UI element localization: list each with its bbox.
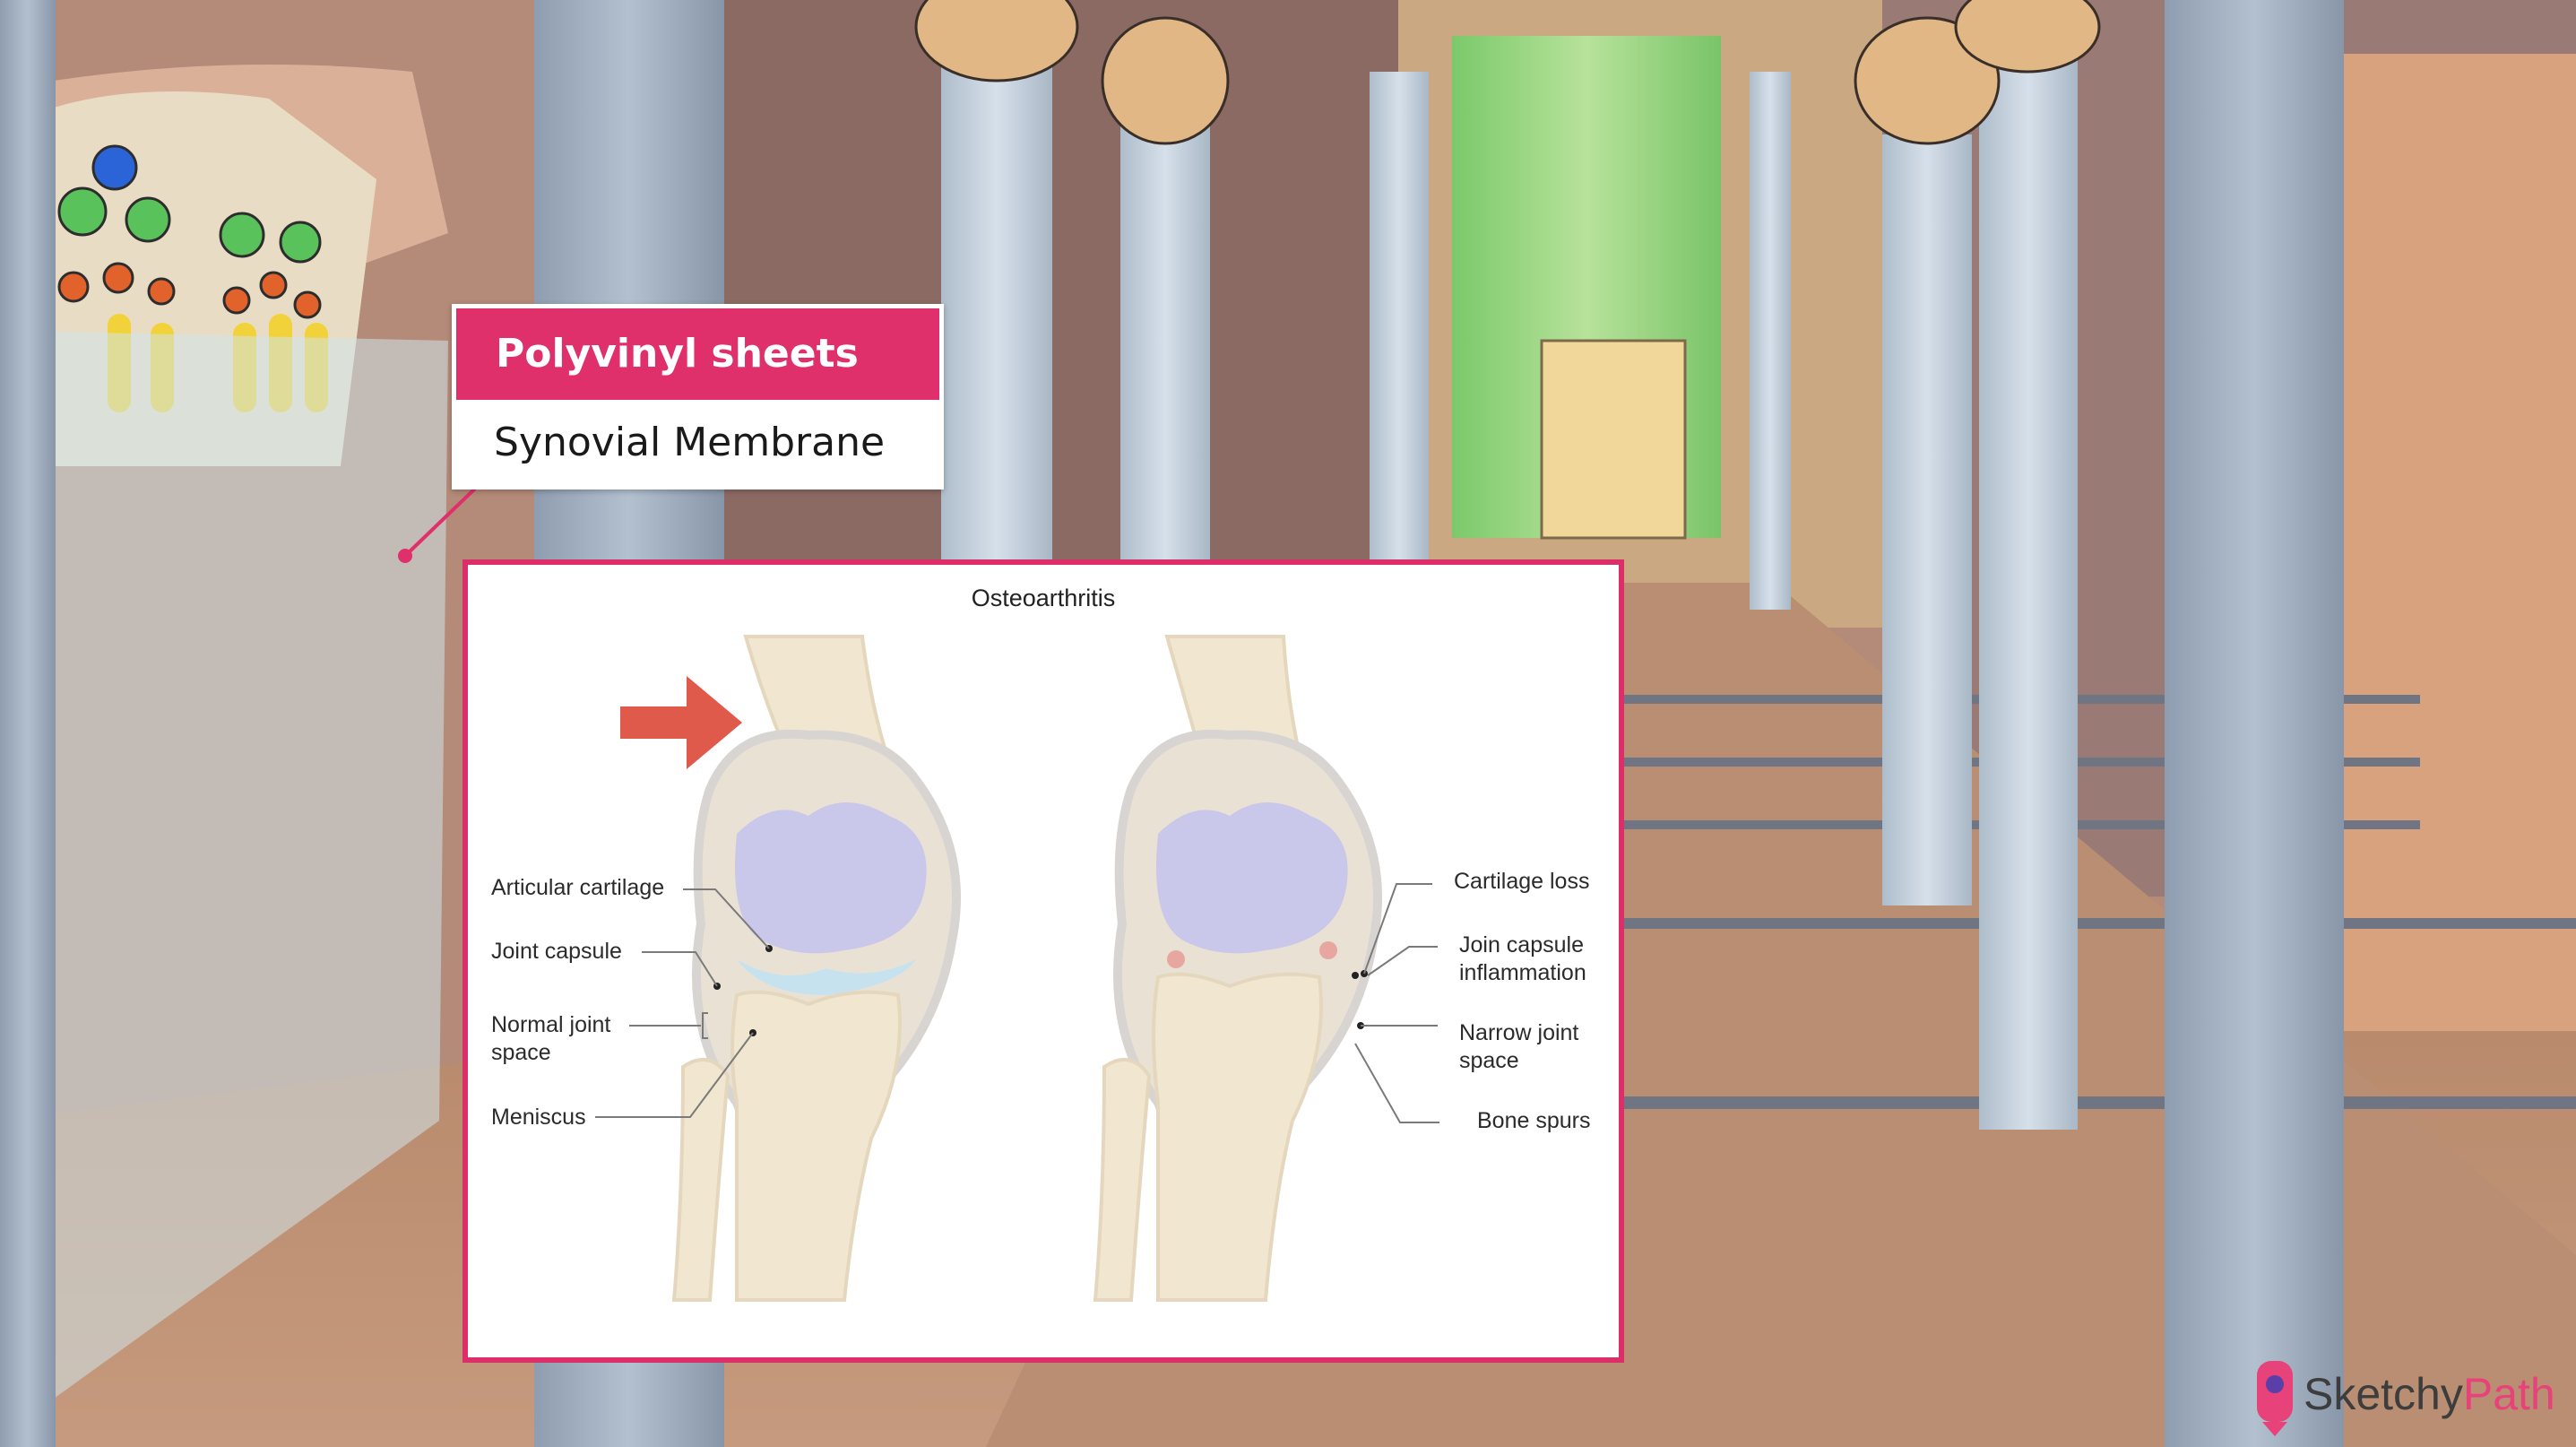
label-narrow-joint-line2: space <box>1459 1048 1519 1073</box>
label-narrow-joint-line1: Narrow joint <box>1459 1020 1579 1045</box>
normal-knee-icon <box>671 635 961 1302</box>
callout-subtitle: Synovial Membrane <box>456 400 939 485</box>
sketchypath-logo: SketchyPath <box>2250 1352 2572 1442</box>
osteoarthritis-figure: Osteoarthritis <box>462 559 1624 1363</box>
label-cartilage-loss: Cartilage loss <box>1454 869 1590 894</box>
logo-text-path: Path <box>2462 1369 2555 1419</box>
rocket-logo-icon <box>2257 1361 2293 1436</box>
label-meniscus: Meniscus <box>491 1105 586 1130</box>
label-bone-spurs: Bone spurs <box>1477 1108 1591 1133</box>
label-normal-joint-line1: Normal joint <box>491 1012 611 1037</box>
callout-title: Polyvinyl sheets <box>456 308 939 400</box>
label-join-capsule-line1: Join capsule <box>1459 932 1584 957</box>
label-joint-capsule: Joint capsule <box>491 939 622 964</box>
knee-illustration <box>595 635 1439 1302</box>
figure-title: Osteoarthritis <box>971 585 1116 611</box>
label-normal-joint-line2: space <box>491 1040 551 1065</box>
osteoarthritis-knee-icon <box>1093 635 1382 1302</box>
logo-text-sketchy: Sketchy <box>2304 1369 2463 1419</box>
label-join-capsule-line2: inflammation <box>1459 960 1586 985</box>
callout-box: Polyvinyl sheets Synovial Membrane <box>452 304 944 490</box>
label-articular-cartilage: Articular cartilage <box>491 875 665 900</box>
pointer-arrow-icon <box>620 676 742 769</box>
